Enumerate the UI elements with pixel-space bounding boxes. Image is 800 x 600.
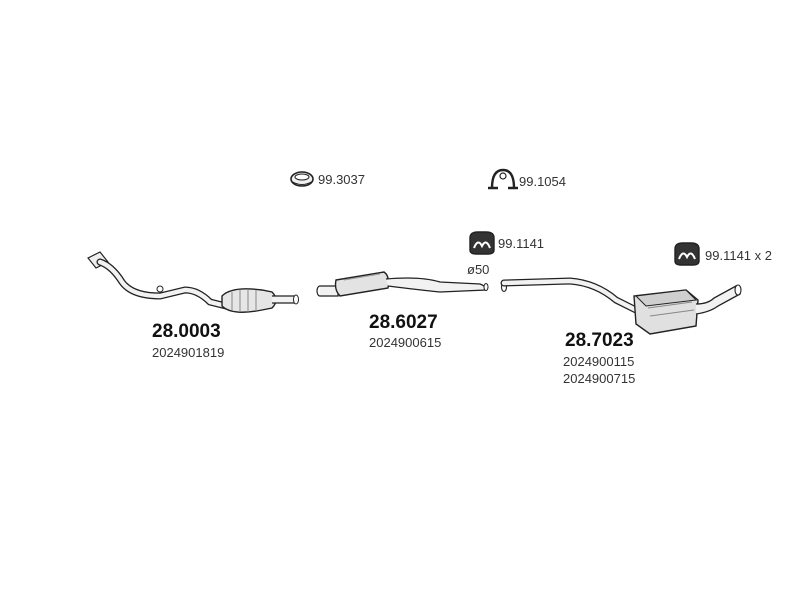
clamp-icon (488, 168, 518, 190)
center-silencer-pipe-icon (316, 271, 489, 297)
accessory-code: 99.1141 x 2 (705, 248, 772, 263)
accessory-code: 99.1141 (498, 236, 545, 251)
oem-number: 2024901819 (152, 345, 225, 360)
front-pipe-catalytic-converter-icon (87, 251, 299, 313)
part-number: 28.0003 (152, 321, 221, 342)
part-number: 28.6027 (369, 312, 438, 333)
oem-number: 2024900715 (563, 371, 636, 386)
accessory-code: 99.3037 (318, 172, 365, 187)
oem-number-list: 2024900615 (369, 334, 441, 351)
oem-number: 2024900115 (563, 354, 635, 369)
oem-number: 2024900615 (369, 335, 442, 350)
rubber-hanger-icon (469, 231, 495, 255)
rubber-hanger-icon-2 (674, 242, 700, 266)
accessory-code: 99.1054 (519, 174, 566, 189)
oem-number-list: 2024900115 2024900715 (563, 353, 635, 387)
part-number: 28.7023 (565, 330, 634, 351)
rubber-ring-icon (290, 171, 314, 187)
pipe-diameter-label: ø50 (467, 262, 490, 277)
rear-silencer-icon (500, 277, 742, 335)
oem-number-list: 2024901819 (152, 344, 224, 361)
